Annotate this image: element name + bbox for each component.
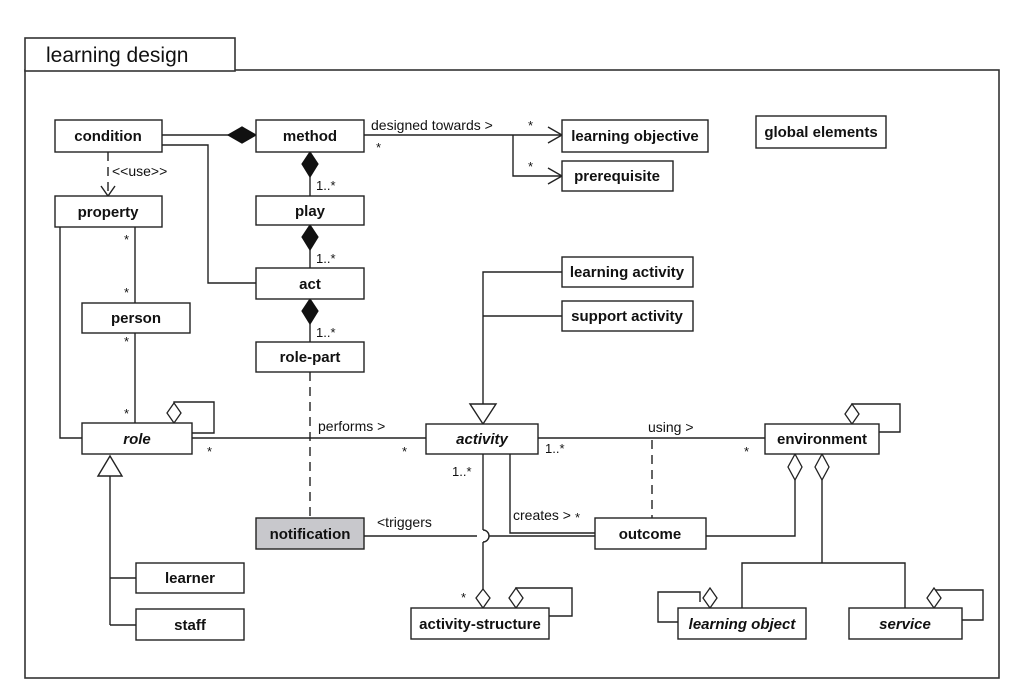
mult-method: * (376, 140, 381, 155)
class-label: learner (165, 570, 215, 587)
class-property: property (54, 195, 163, 228)
mult-role-performs: * (207, 444, 212, 459)
label-creates: creates > (513, 507, 571, 523)
mult-activity-performs: * (402, 444, 407, 459)
class-label: activity-structure (419, 616, 541, 633)
class-play: play (255, 195, 365, 226)
mult-learning-objective: * (528, 118, 533, 133)
class-support-activity: support activity (561, 300, 694, 332)
mult-activity-structure-top: 1..* (452, 464, 472, 479)
class-activity-structure: activity-structure (410, 607, 550, 640)
frame-title: learning design (46, 44, 188, 67)
composition-diamond-play-act (301, 223, 319, 252)
class-label: learning object (689, 616, 797, 633)
class-label: property (78, 204, 140, 221)
mult-prerequisite: * (528, 159, 533, 174)
composition-diamond-method-condition (226, 126, 258, 144)
class-learner: learner (135, 562, 245, 594)
mult-property: * (124, 232, 129, 247)
class-label: learning objective (571, 128, 699, 145)
class-label: support activity (571, 308, 683, 325)
class-label: notification (270, 526, 351, 543)
association-markers (96, 126, 942, 610)
diagram-frame (24, 69, 1000, 679)
label-triggers: <triggers (377, 514, 432, 530)
class-label: prerequisite (574, 168, 660, 185)
class-label: environment (777, 431, 867, 448)
aggregation-diamond-service (926, 586, 942, 610)
mult-play: 1..* (316, 178, 336, 193)
class-act: act (255, 267, 365, 300)
class-service: service (848, 607, 963, 640)
generalization-triangle-activity (468, 403, 498, 426)
class-person: person (81, 302, 191, 334)
class-outcome: outcome (594, 517, 707, 550)
mult-activity-using: 1..* (545, 441, 565, 456)
class-method: method (255, 119, 365, 153)
class-label: condition (74, 128, 142, 145)
class-learning-activity: learning activity (561, 256, 694, 288)
label-use: <<use>> (112, 163, 167, 179)
label-using: using > (648, 419, 694, 435)
class-global-elements: global elements (755, 115, 887, 149)
class-label: service (879, 616, 931, 633)
mult-outcome: * (575, 510, 580, 525)
class-notification: notification (255, 517, 365, 550)
mult-role-top: * (124, 406, 129, 421)
aggregation-diamond-activity-structure (475, 587, 491, 610)
aggregation-diamond-environment-outcome (787, 452, 803, 482)
label-designed-towards: designed towards > (371, 117, 493, 133)
class-role: role (81, 422, 193, 455)
composition-diamond-method-play (301, 150, 319, 179)
mult-person-top: * (124, 285, 129, 300)
class-label: outcome (619, 526, 682, 543)
aggregation-diamond-environment-self (844, 402, 860, 426)
aggregation-diamond-role (166, 401, 182, 425)
class-environment: environment (764, 423, 880, 455)
multiplicities: * * * 1..* 1..* 1..* * * * * * * 1..* * … (124, 118, 749, 605)
class-learning-objective: learning objective (561, 119, 709, 153)
generalization-triangle-role (96, 454, 124, 477)
class-label: role-part (280, 349, 341, 366)
frame-title-tab: learning design (24, 37, 236, 72)
aggregation-diamond-environment-objects (814, 452, 830, 482)
class-role-part: role-part (255, 341, 365, 373)
class-activity: activity (425, 423, 539, 455)
class-label: play (295, 203, 326, 220)
mult-environment-using: * (744, 444, 749, 459)
aggregation-diamond-activity-structure-self (508, 586, 524, 610)
mult-activity-structure: * (461, 590, 466, 605)
connectors (59, 126, 984, 626)
class-label: role (123, 431, 151, 448)
class-label: learning activity (570, 264, 685, 281)
class-label: act (299, 276, 321, 293)
mult-act: 1..* (316, 251, 336, 266)
relation-labels: designed towards > <<use>> performs > us… (112, 117, 694, 530)
class-label: person (111, 310, 161, 327)
composition-diamond-act-rolepart (301, 297, 319, 326)
mult-person-bottom: * (124, 334, 129, 349)
class-label: activity (456, 431, 508, 448)
class-prerequisite: prerequisite (561, 160, 674, 192)
class-learning-object: learning object (677, 607, 807, 640)
class-condition: condition (54, 119, 163, 153)
class-label: staff (174, 617, 207, 634)
label-performs: performs > (318, 418, 385, 434)
mult-role-part: 1..* (316, 325, 336, 340)
aggregation-diamond-learning-object (702, 586, 718, 610)
class-staff: staff (135, 608, 245, 641)
class-label: global elements (764, 124, 877, 141)
class-label: method (283, 128, 337, 145)
